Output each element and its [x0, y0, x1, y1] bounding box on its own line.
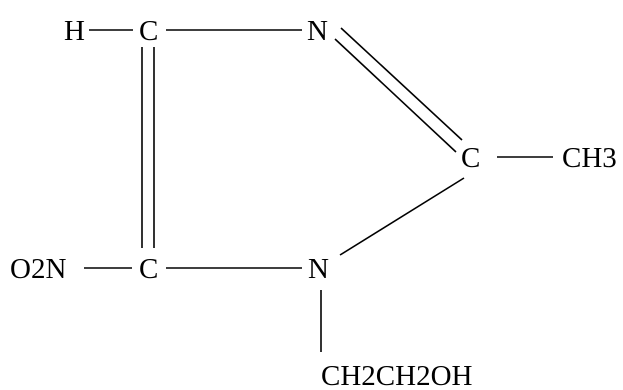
- atom-methyl: CH3: [562, 142, 617, 174]
- atom-c-top-left: C: [139, 15, 158, 47]
- atom-nitro: O2N: [10, 253, 66, 285]
- atom-side-chain: CH2CH2OH: [321, 360, 473, 390]
- atom-n-top: N: [307, 15, 328, 47]
- bonds: [84, 27, 553, 352]
- atom-h: H: [64, 15, 85, 47]
- atom-n-bottom: N: [308, 253, 329, 285]
- atom-c-right: C: [461, 142, 480, 174]
- bond-n-bottom-c-right: [339, 177, 465, 256]
- atom-labels: H C N C CH3 O2N C N CH2CH2OH: [10, 15, 617, 390]
- atom-c-bottom-left: C: [139, 253, 158, 285]
- bond-n-top-c-right-b: [334, 38, 457, 153]
- bond-n-top-c-right-a: [340, 27, 463, 141]
